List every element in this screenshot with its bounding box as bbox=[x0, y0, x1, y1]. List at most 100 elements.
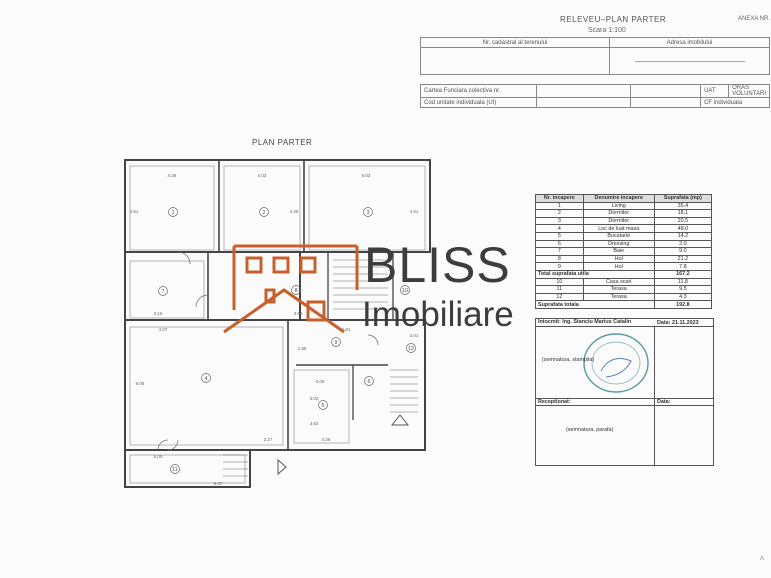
room-number: 9 bbox=[535, 262, 584, 271]
plan-title: PLAN PARTER bbox=[252, 138, 313, 147]
room-name: Bucatarie bbox=[582, 231, 655, 241]
dimension-label: 2.27 bbox=[264, 437, 273, 442]
receptionat-date-label: Data: bbox=[657, 399, 671, 405]
room-number-label: 5 bbox=[321, 403, 324, 409]
room-marker-1 bbox=[168, 207, 178, 217]
header-table-2: Cartea Funciara colectiva nr. UAT ORAS V… bbox=[419, 84, 770, 108]
author-label: Intocmit: Ing. Stanciu Marius Catalin bbox=[538, 319, 632, 325]
cadastral-value bbox=[420, 47, 610, 75]
room-name: Living bbox=[582, 201, 655, 211]
room-marker-10 bbox=[400, 285, 410, 295]
room-number-label: 7 bbox=[161, 289, 164, 295]
room-number-label: 12 bbox=[408, 346, 414, 352]
col-header-area: Suprafata (mp) bbox=[653, 194, 713, 203]
dimension-label: 4.81 bbox=[342, 327, 351, 332]
brand-name-line1: BLISS bbox=[364, 237, 511, 293]
room-marker-6 bbox=[364, 376, 374, 386]
dimension-label: 4.03 bbox=[258, 173, 267, 178]
dimension-label: 1.80 bbox=[298, 346, 307, 351]
room-marker-9 bbox=[331, 337, 341, 347]
uat-value: ORAS VOLUNTARI bbox=[728, 84, 770, 98]
room-marker-4 bbox=[201, 373, 211, 383]
room-name: Terasa bbox=[582, 292, 655, 302]
room-number: 2 bbox=[535, 209, 584, 218]
signature-box: Intocmit: Ing. Stanciu Marius Catalin Da… bbox=[535, 318, 714, 466]
date-label: Data: 21.11.2023 bbox=[657, 320, 699, 326]
room-number-label: 3 bbox=[366, 210, 369, 216]
seal-sign-text: (semnatura, stampila) bbox=[542, 357, 595, 363]
dimension-label: 3.16 bbox=[154, 311, 163, 316]
room-name: Hol bbox=[582, 262, 655, 271]
rooms-table: Nr. incapere Denumire incapere Suprafata… bbox=[535, 194, 713, 309]
col-header-name: Denumire incapere bbox=[582, 194, 655, 203]
room-marker-2 bbox=[259, 207, 269, 217]
room-name: Dormitor bbox=[582, 216, 655, 226]
room-name: Terasa bbox=[582, 285, 655, 294]
col-header-nr: Nr. incapere bbox=[535, 194, 584, 203]
total-util-value: 167.2 bbox=[653, 269, 713, 279]
room-marker-5 bbox=[318, 400, 328, 410]
dimension-label: 6.05 bbox=[136, 381, 145, 386]
dimension-label: 3.00 bbox=[316, 379, 325, 384]
uat-label: UAT bbox=[700, 84, 730, 98]
room-number: 1 bbox=[535, 201, 584, 211]
room-number: 10 bbox=[535, 277, 584, 287]
room-marker-12 bbox=[406, 343, 416, 353]
room-area: 48.0 bbox=[653, 224, 713, 233]
total-util-label: Total suprafata utila bbox=[535, 269, 655, 279]
receptionat-label: Receptionat: bbox=[538, 399, 571, 405]
dimension-label: 3.82 bbox=[310, 421, 319, 426]
room-area: 20.5 bbox=[653, 216, 713, 226]
dimension-label: 3.02 bbox=[310, 396, 319, 401]
room-area: 7.8 bbox=[653, 262, 713, 271]
room-number-label: 1 bbox=[171, 210, 174, 216]
brand-name-line2: Imobiliare bbox=[362, 295, 514, 334]
address-label: Adresa imobilului bbox=[609, 37, 770, 48]
dimension-label: 5.00 bbox=[154, 454, 163, 459]
total-label: Suprafata totala bbox=[535, 300, 655, 309]
cf-individual-label: CF individuala bbox=[700, 97, 770, 108]
bliss-logo-icon bbox=[223, 244, 359, 334]
header-table: Nr. cadastral al terenului Adresa imobil… bbox=[420, 37, 770, 75]
dimension-label: 5.03 bbox=[362, 173, 371, 178]
footer-mark: A bbox=[760, 556, 765, 562]
room-number-label: 11 bbox=[172, 467, 178, 473]
room-number-label: 6 bbox=[367, 379, 370, 385]
room-marker-11 bbox=[170, 464, 180, 474]
annex-label: ANEXA NR. bbox=[738, 16, 771, 22]
room-name: Dressing bbox=[582, 239, 655, 249]
room-number: 8 bbox=[535, 254, 584, 264]
room-number-label: 9 bbox=[334, 340, 337, 346]
total-value: 192.8 bbox=[653, 300, 713, 309]
dimension-label: 4.36 bbox=[168, 173, 177, 178]
dimension-label: 3.01 bbox=[410, 333, 419, 338]
room-name: Dormitor bbox=[582, 209, 655, 218]
dimension-label: 4.51 bbox=[410, 209, 419, 214]
cf-label: Cartea Funciara colectiva nr. bbox=[419, 84, 538, 98]
room-number: 11 bbox=[535, 285, 584, 294]
dimension-label: 4.29 bbox=[322, 437, 331, 442]
cadastral-label: Nr. cadastral al terenului bbox=[420, 37, 610, 48]
room-marker-3 bbox=[363, 207, 373, 217]
room-number-label: 8 bbox=[294, 288, 297, 294]
dimension-label: 6.47 bbox=[214, 481, 223, 486]
room-area: 9.0 bbox=[653, 247, 713, 256]
room-name: Hol bbox=[582, 254, 655, 264]
document-scale: Scara 1:100 bbox=[588, 27, 626, 34]
room-number: 4 bbox=[535, 224, 584, 233]
dimension-label: 4.07 bbox=[159, 327, 168, 332]
